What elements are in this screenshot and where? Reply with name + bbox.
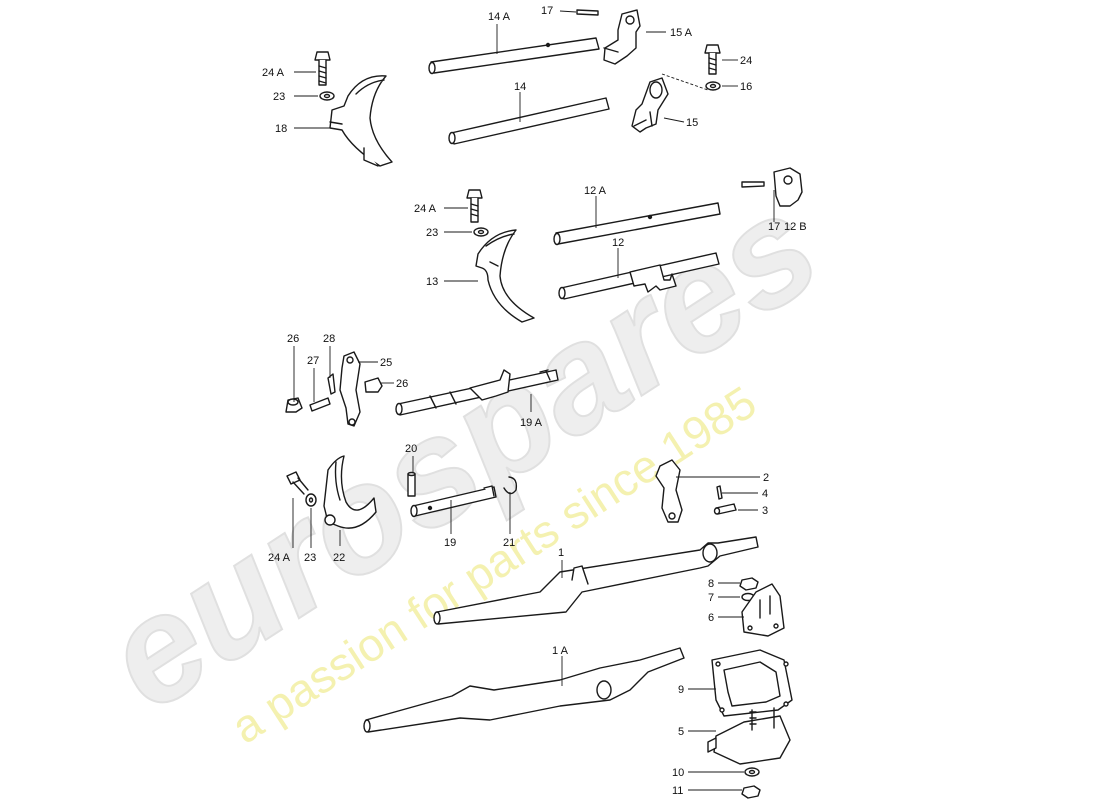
label-6: 6 [708,612,714,624]
bracket-6 [741,583,785,637]
pin-4 [716,485,723,500]
bolt-24a-top [314,51,331,86]
pin-17-middle [741,181,765,188]
label-1a: 1 A [552,645,569,657]
main-shift-rod-1 [433,536,759,625]
label-18: 18 [275,123,287,135]
leader-lines [292,10,775,791]
shift-rod-14a [428,37,600,75]
label-17-middle: 17 [768,221,780,233]
nut-11 [741,785,761,799]
label-13: 13 [426,276,438,288]
washer-23-top [319,91,335,101]
shift-finger-12b [773,167,803,207]
label-19: 19 [444,537,456,549]
label-5: 5 [678,726,684,738]
washer-16 [705,81,721,91]
shift-rod-12a [553,202,721,246]
label-2: 2 [763,472,769,484]
label-12a: 12 A [584,185,607,197]
label-11: 11 [672,785,683,797]
pin-27 [309,397,331,412]
plug-26-left [285,397,303,413]
label-14: 14 [514,81,526,93]
label-24a-bottom: 24 A [268,552,291,564]
shift-fork-18 [329,75,393,167]
label-24a-middle: 24 A [414,203,437,215]
label-28: 28 [323,333,335,345]
shift-finger-15a [603,9,641,65]
washer-10 [744,767,760,777]
shift-rod-12 [558,252,720,300]
label-24a-top: 24 A [262,67,285,79]
pin-20 [407,471,416,497]
label-25: 25 [380,357,392,369]
label-1: 1 [558,547,564,559]
washer-23-bottom [305,493,317,507]
shift-rod-19a [395,369,559,416]
lever-2 [655,459,683,523]
bolt-24 [704,44,721,75]
label-23-top: 23 [273,91,285,103]
label-27: 27 [307,355,319,367]
plug-26-right [364,377,383,393]
shift-rod-19 [410,485,497,518]
shift-finger-15 [631,77,669,133]
label-15: 15 [686,117,698,129]
shift-rod-14 [448,97,610,145]
part-labels: 14 A 17 15 A 24 A 23 18 14 24 16 15 12 A… [262,5,807,797]
label-4: 4 [762,488,768,500]
watermark-brand: eurospares [76,160,846,741]
label-20: 20 [405,443,417,455]
gasket-9 [711,649,793,717]
label-23-middle: 23 [426,227,438,239]
circlip-21 [503,476,518,495]
label-26-right: 26 [396,378,408,390]
pin-17-top [576,9,599,16]
washer-23-middle [473,227,489,237]
label-8: 8 [708,578,714,590]
clip-28 [327,373,336,395]
label-14a: 14 A [488,11,511,23]
pin-3 [713,503,737,515]
bolt-24a-middle [466,189,483,223]
label-24: 24 [740,55,752,67]
main-shift-rod-1a [363,647,685,733]
label-17-top: 17 [541,5,553,17]
label-26-left: 26 [287,333,299,345]
label-23-bottom: 23 [304,552,316,564]
label-7: 7 [708,592,714,604]
label-19a: 19 A [520,417,543,429]
label-21: 21 [503,537,515,549]
nut-8 [739,577,759,591]
label-16: 16 [740,81,752,93]
label-3: 3 [762,505,768,517]
label-9: 9 [678,684,684,696]
label-12b: 12 B [784,221,807,233]
bolt-24a-bottom [286,471,309,495]
label-15a: 15 A [670,27,693,39]
shift-fork-13 [475,229,535,323]
lever-25 [339,351,361,427]
label-10: 10 [672,767,684,779]
cover-plate-5 [707,707,791,765]
shift-fork-22 [323,455,377,529]
label-12: 12 [612,237,624,249]
label-22: 22 [333,552,345,564]
